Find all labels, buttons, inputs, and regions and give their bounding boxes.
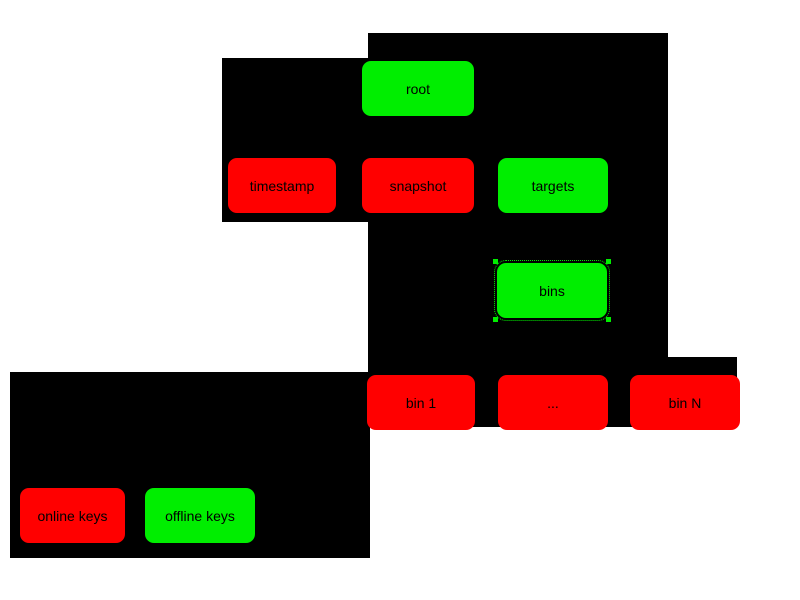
- node-snapshot[interactable]: snapshot: [362, 158, 474, 213]
- node-label-bin-n: bin N: [668, 394, 702, 411]
- node-bins[interactable]: bins: [493, 259, 611, 322]
- node-bin-ellipsis[interactable]: ...: [498, 375, 608, 430]
- node-label-bin-ellipsis: ...: [547, 394, 559, 411]
- node-online-keys[interactable]: online keys: [20, 488, 125, 543]
- node-label-bin-1: bin 1: [405, 394, 437, 411]
- node-root[interactable]: root: [362, 61, 474, 116]
- node-label-root: root: [405, 80, 431, 97]
- node-label-online-keys: online keys: [37, 507, 108, 524]
- node-timestamp[interactable]: timestamp: [228, 158, 336, 213]
- node-label-targets: targets: [531, 177, 575, 194]
- node-bin-n[interactable]: bin N: [630, 375, 740, 430]
- node-bin-1[interactable]: bin 1: [367, 375, 475, 430]
- node-label-offline-keys: offline keys: [165, 507, 235, 524]
- node-label-timestamp: timestamp: [249, 177, 315, 194]
- node-label-snapshot: snapshot: [389, 177, 447, 194]
- node-targets[interactable]: targets: [498, 158, 608, 213]
- node-offline-keys[interactable]: offline keys: [145, 488, 255, 543]
- node-label-bins: bins: [539, 282, 565, 299]
